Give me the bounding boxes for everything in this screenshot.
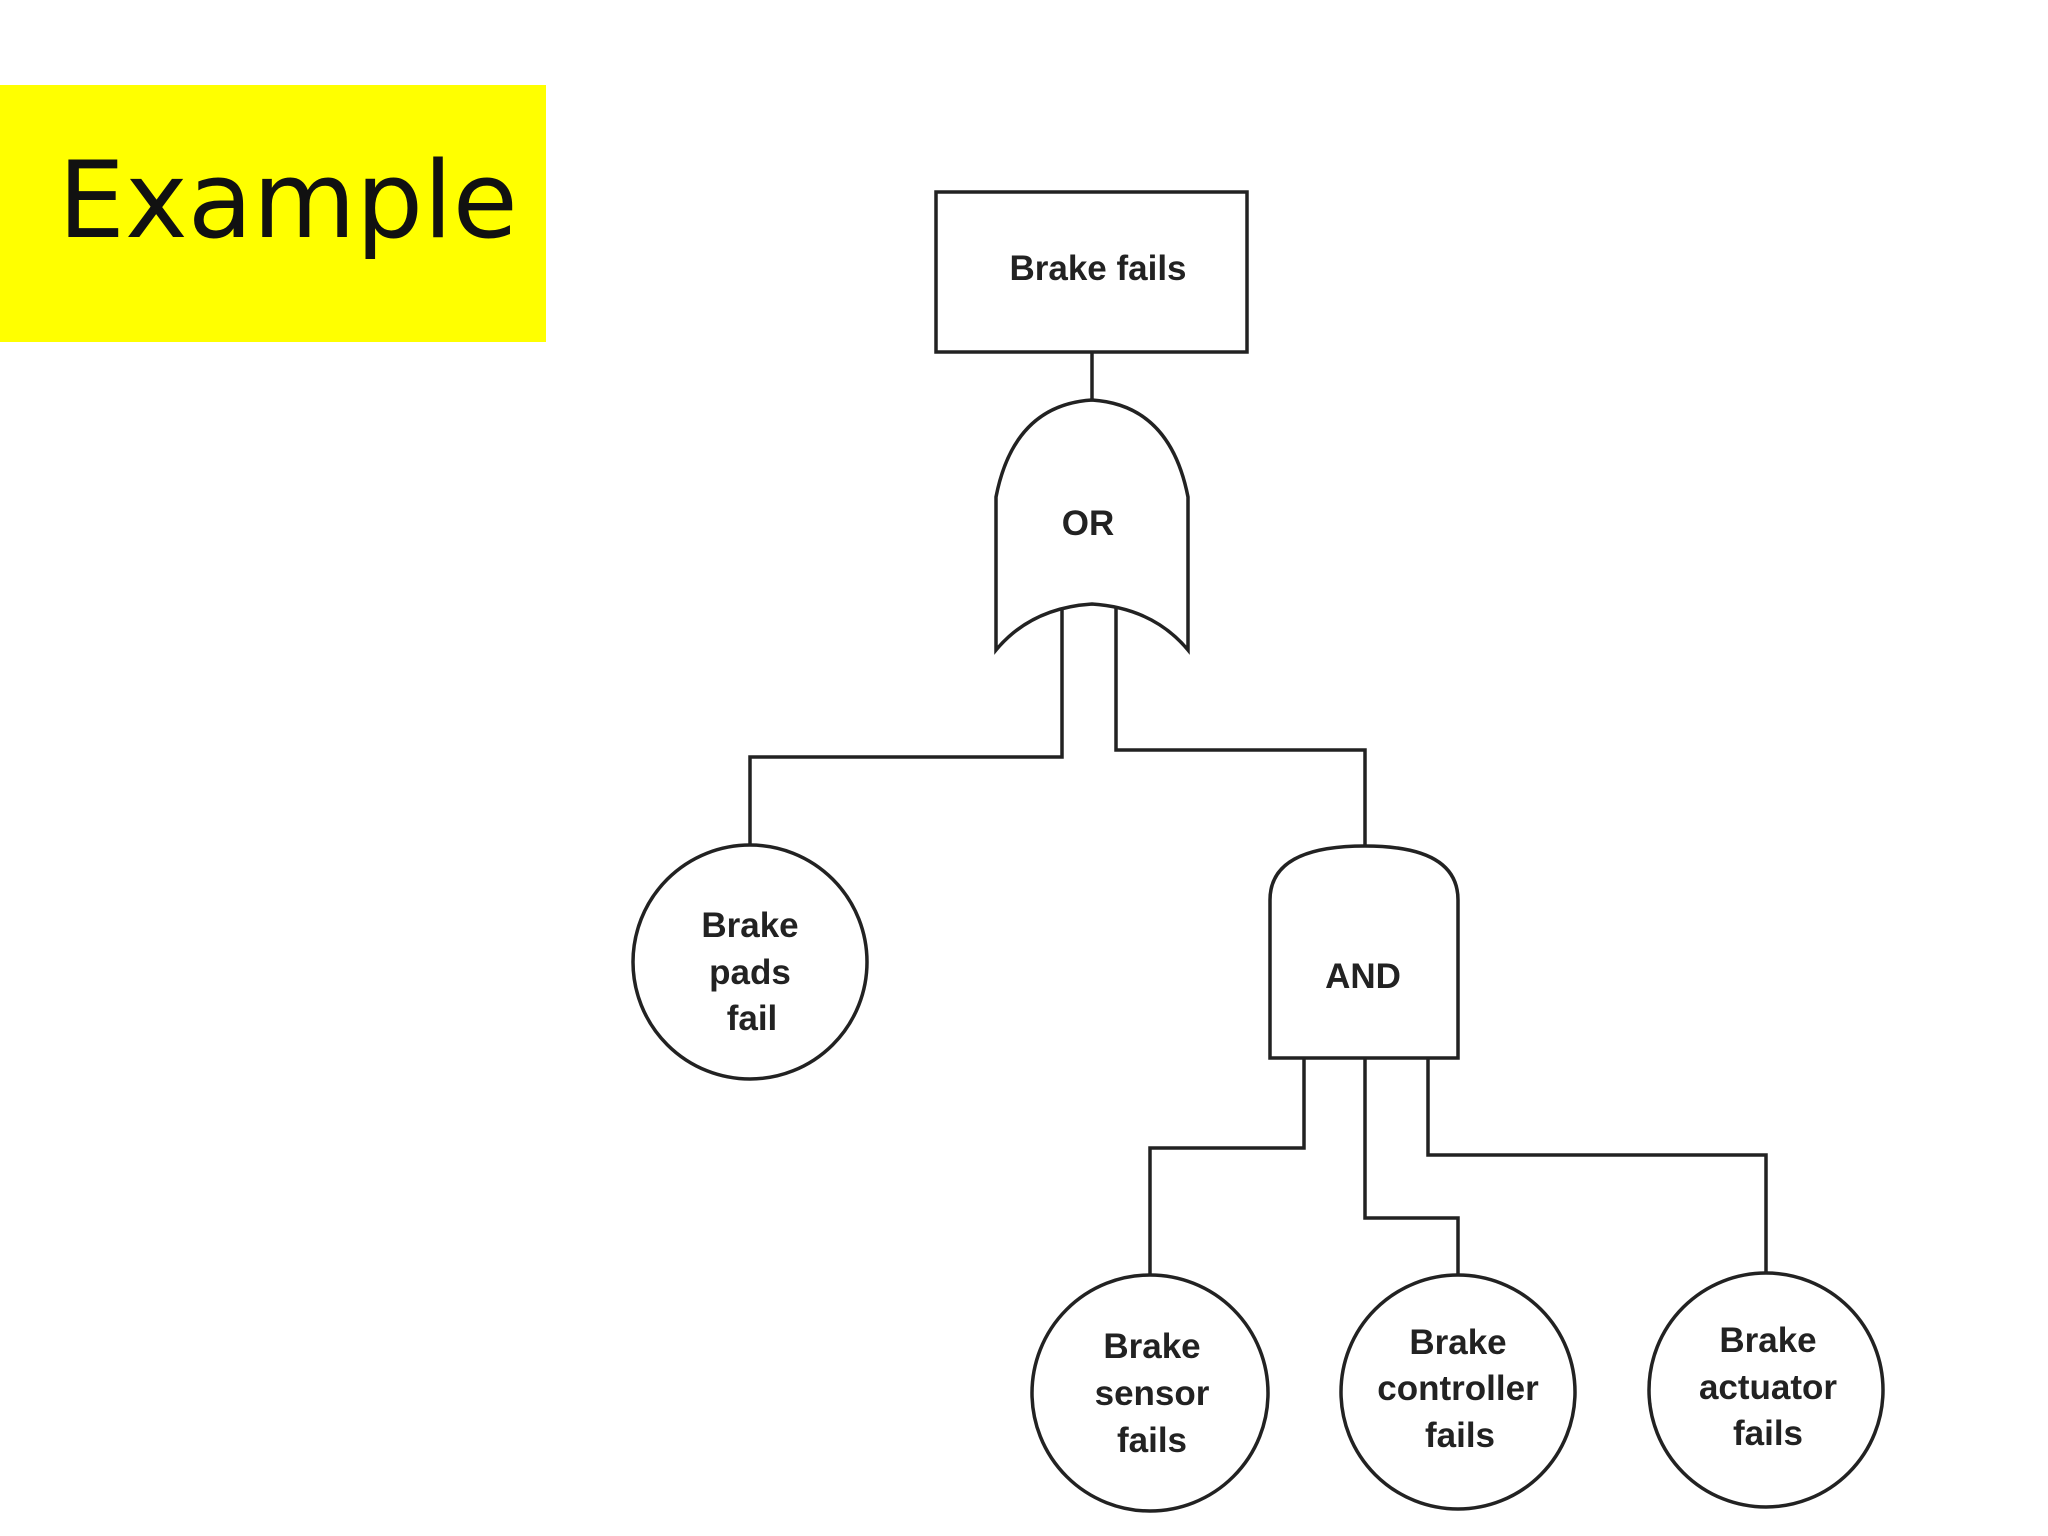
basic-event-brake-pads: Brake pads fail [631, 843, 869, 1081]
connector-and-to-controller [1363, 1056, 1460, 1277]
basic-event-line: fails [1117, 1421, 1187, 1460]
and-gate-shape [1268, 844, 1460, 1060]
basic-event-line: controller [1377, 1369, 1539, 1408]
slide-title: Example [58, 139, 518, 262]
basic-event-circle [1647, 1271, 1885, 1509]
basic-event-line: Brake [1103, 1327, 1200, 1366]
connector-and-to-sensor [1148, 1056, 1306, 1277]
connector-or-to-pads [748, 606, 1064, 847]
basic-event-line: Brake [1409, 1323, 1506, 1362]
basic-event-line: fail [727, 999, 778, 1038]
or-gate: OR [994, 398, 1190, 655]
basic-event-circle [631, 843, 869, 1081]
or-gate-shape [994, 398, 1190, 655]
connector-and-to-actuator [1426, 1056, 1768, 1275]
basic-event-circle [1339, 1273, 1577, 1511]
connector-lines [748, 350, 1768, 1277]
basic-event-brake-sensor: Brake sensor fails [1030, 1273, 1270, 1513]
basic-event-line: Brake [701, 906, 798, 945]
top-event-box [934, 190, 1249, 354]
and-gate: AND [1268, 844, 1460, 1060]
top-event-label: Brake fails [1009, 249, 1186, 288]
basic-event-line: fails [1733, 1414, 1803, 1453]
basic-event-line: fails [1425, 1416, 1495, 1455]
title-highlight-box [0, 85, 546, 342]
and-gate-label: AND [1325, 957, 1401, 996]
basic-event-circle [1030, 1273, 1270, 1513]
basic-event-brake-controller: Brake controller fails [1339, 1273, 1577, 1511]
basic-event-line: Brake [1719, 1321, 1816, 1360]
basic-event-brake-actuator: Brake actuator fails [1647, 1271, 1885, 1509]
basic-event-line: actuator [1699, 1368, 1837, 1407]
or-gate-label: OR [1062, 504, 1115, 543]
basic-event-line: pads [709, 953, 791, 992]
basic-event-line: sensor [1095, 1374, 1210, 1413]
top-event: Brake fails [934, 190, 1249, 354]
connector-or-to-and [1114, 606, 1367, 847]
